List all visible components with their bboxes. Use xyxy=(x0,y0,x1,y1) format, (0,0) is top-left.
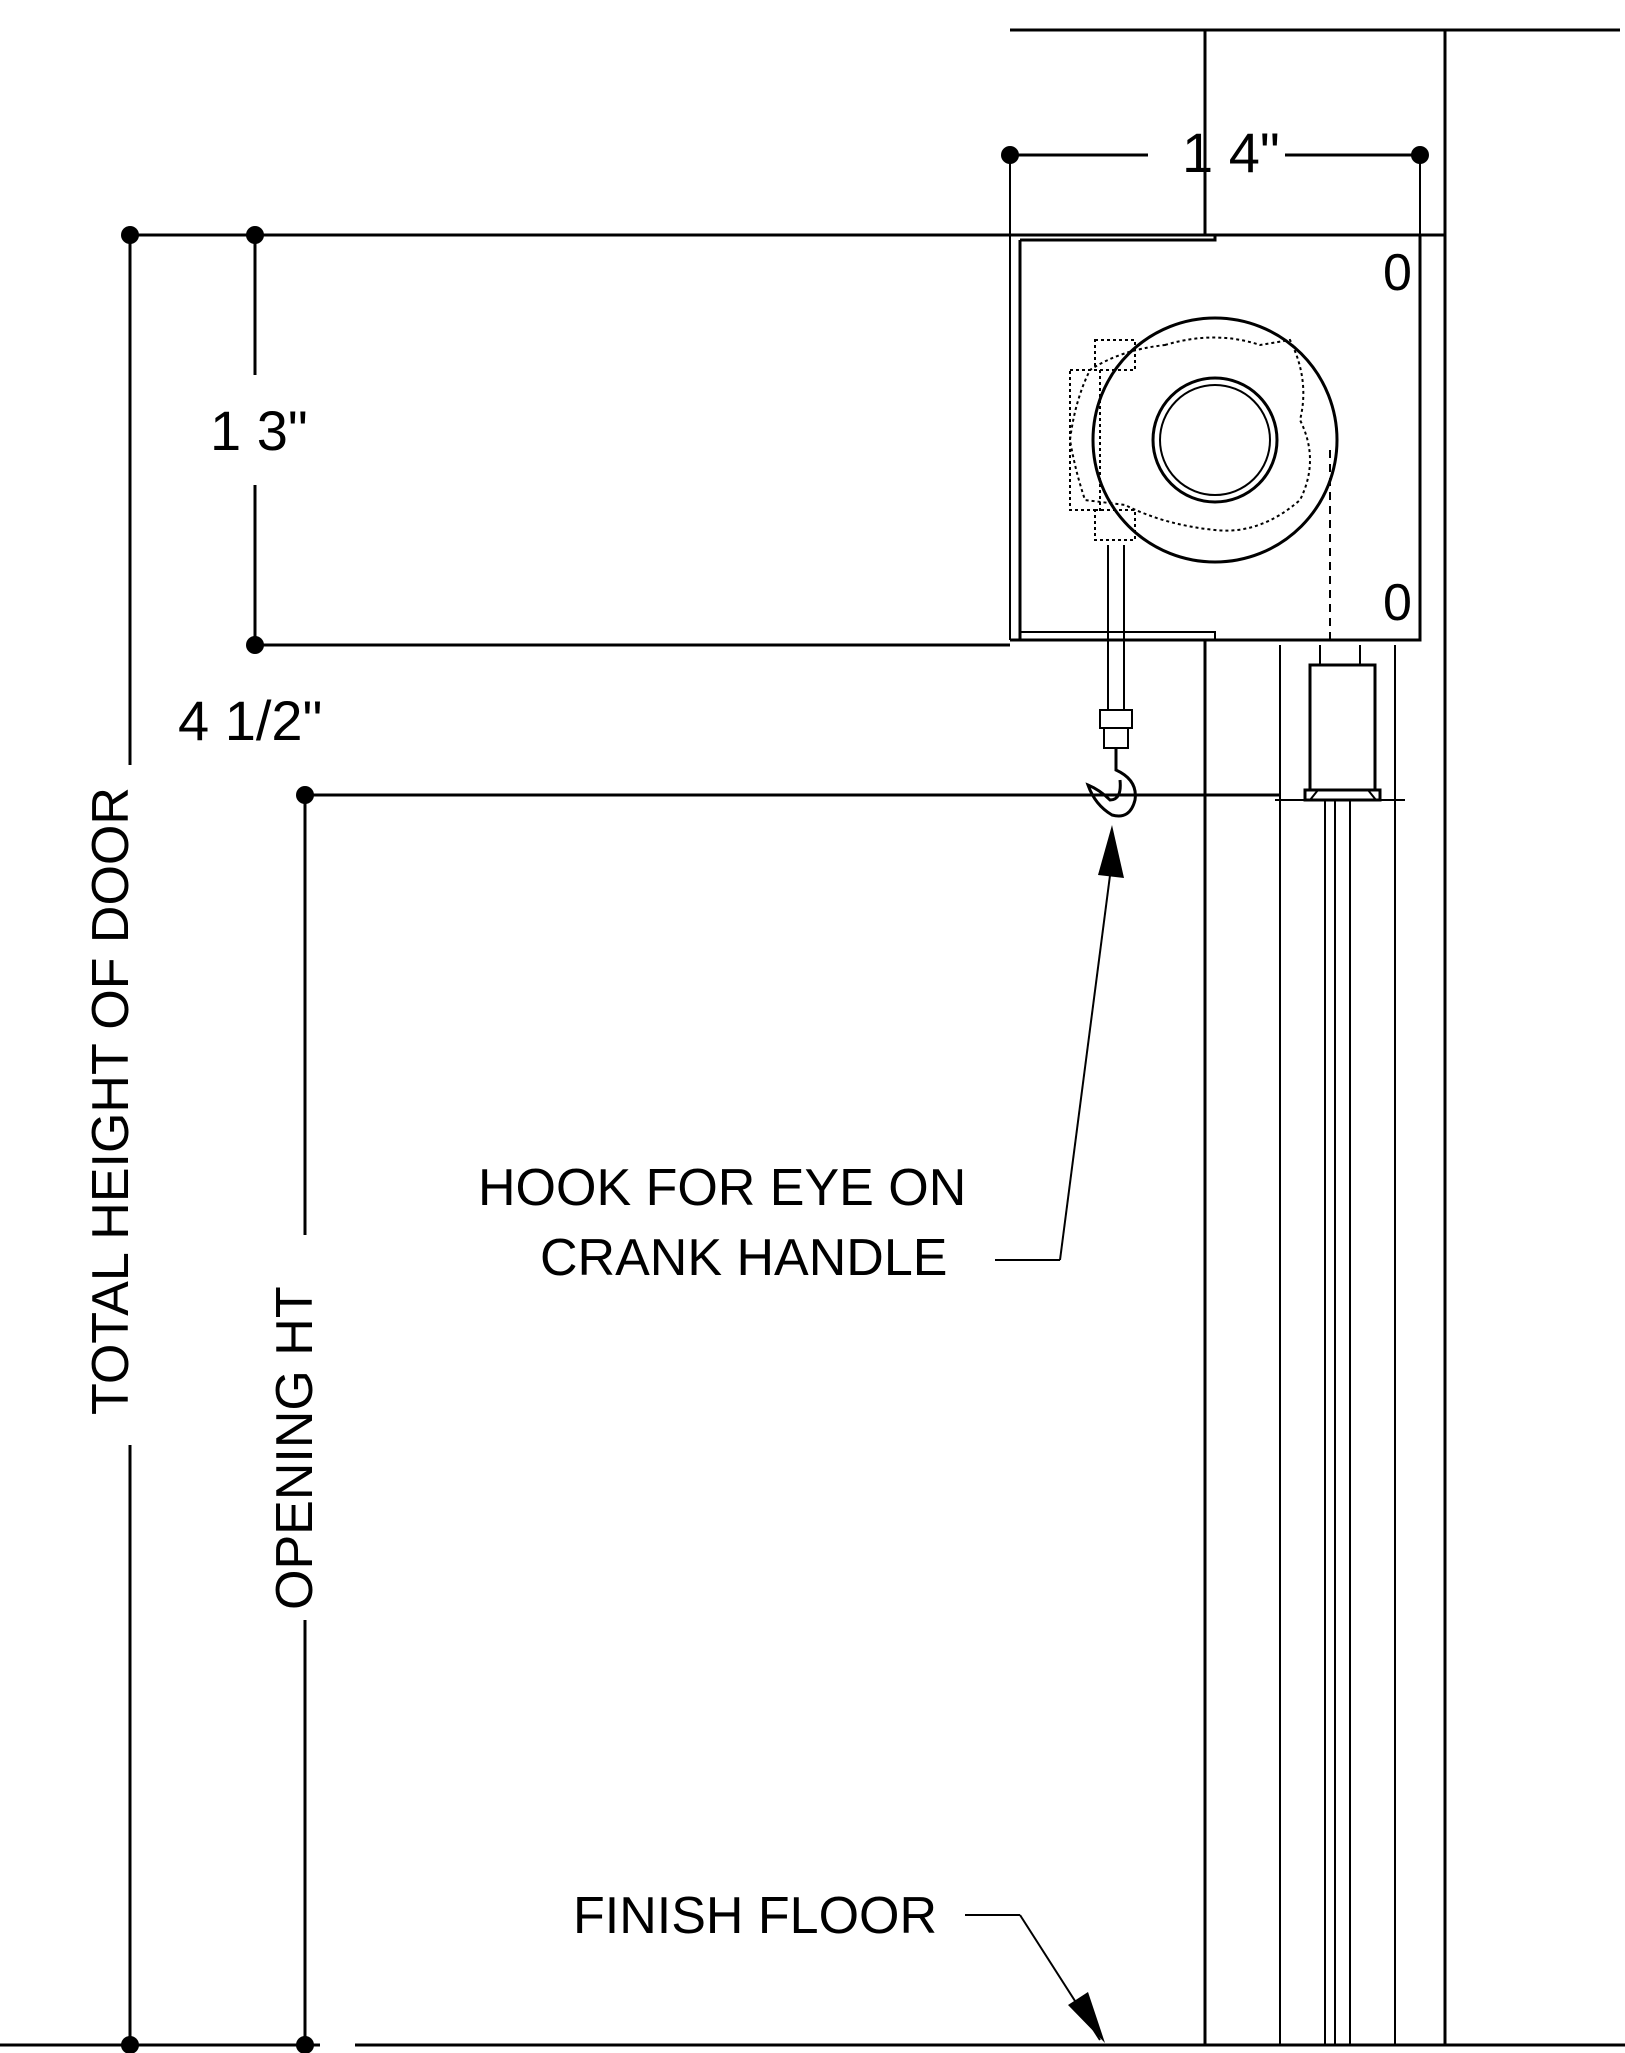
hook-icon xyxy=(1085,748,1137,818)
hook-callout-line2: CRANK HANDLE xyxy=(540,1229,947,1287)
crank-hook-assembly xyxy=(1085,545,1137,818)
opening-height-dimension: OPENING HT xyxy=(266,786,1280,2053)
wall-structure xyxy=(1010,28,1620,2045)
finish-floor-callout: FINISH FLOOR xyxy=(573,1887,1105,2043)
bottom-bar-detail xyxy=(1275,645,1405,802)
total-height-dimension: TOTAL HEIGHT OF DOOR xyxy=(82,226,1010,2053)
height-13-dimension: 1 3" xyxy=(210,226,1010,654)
hook-callout: HOOK FOR EYE ON CRANK HANDLE xyxy=(478,825,1124,1287)
offset-4-half-label: 4 1/2" xyxy=(178,689,322,752)
width-14-label: 1 4" xyxy=(1182,121,1280,184)
coil-housing: 0 0 xyxy=(1010,233,1445,642)
finish-floor-label: FINISH FLOOR xyxy=(573,1887,937,1945)
opening-height-label: OPENING HT xyxy=(266,1286,324,1610)
hook-callout-line1: HOOK FOR EYE ON xyxy=(478,1159,966,1217)
total-height-label: TOTAL HEIGHT OF DOOR xyxy=(82,787,140,1415)
coil-barrel xyxy=(1068,316,1339,640)
housing-mark-lower: 0 xyxy=(1383,574,1412,632)
height-13-label: 1 3" xyxy=(210,399,308,462)
housing-mark-upper: 0 xyxy=(1383,244,1412,302)
